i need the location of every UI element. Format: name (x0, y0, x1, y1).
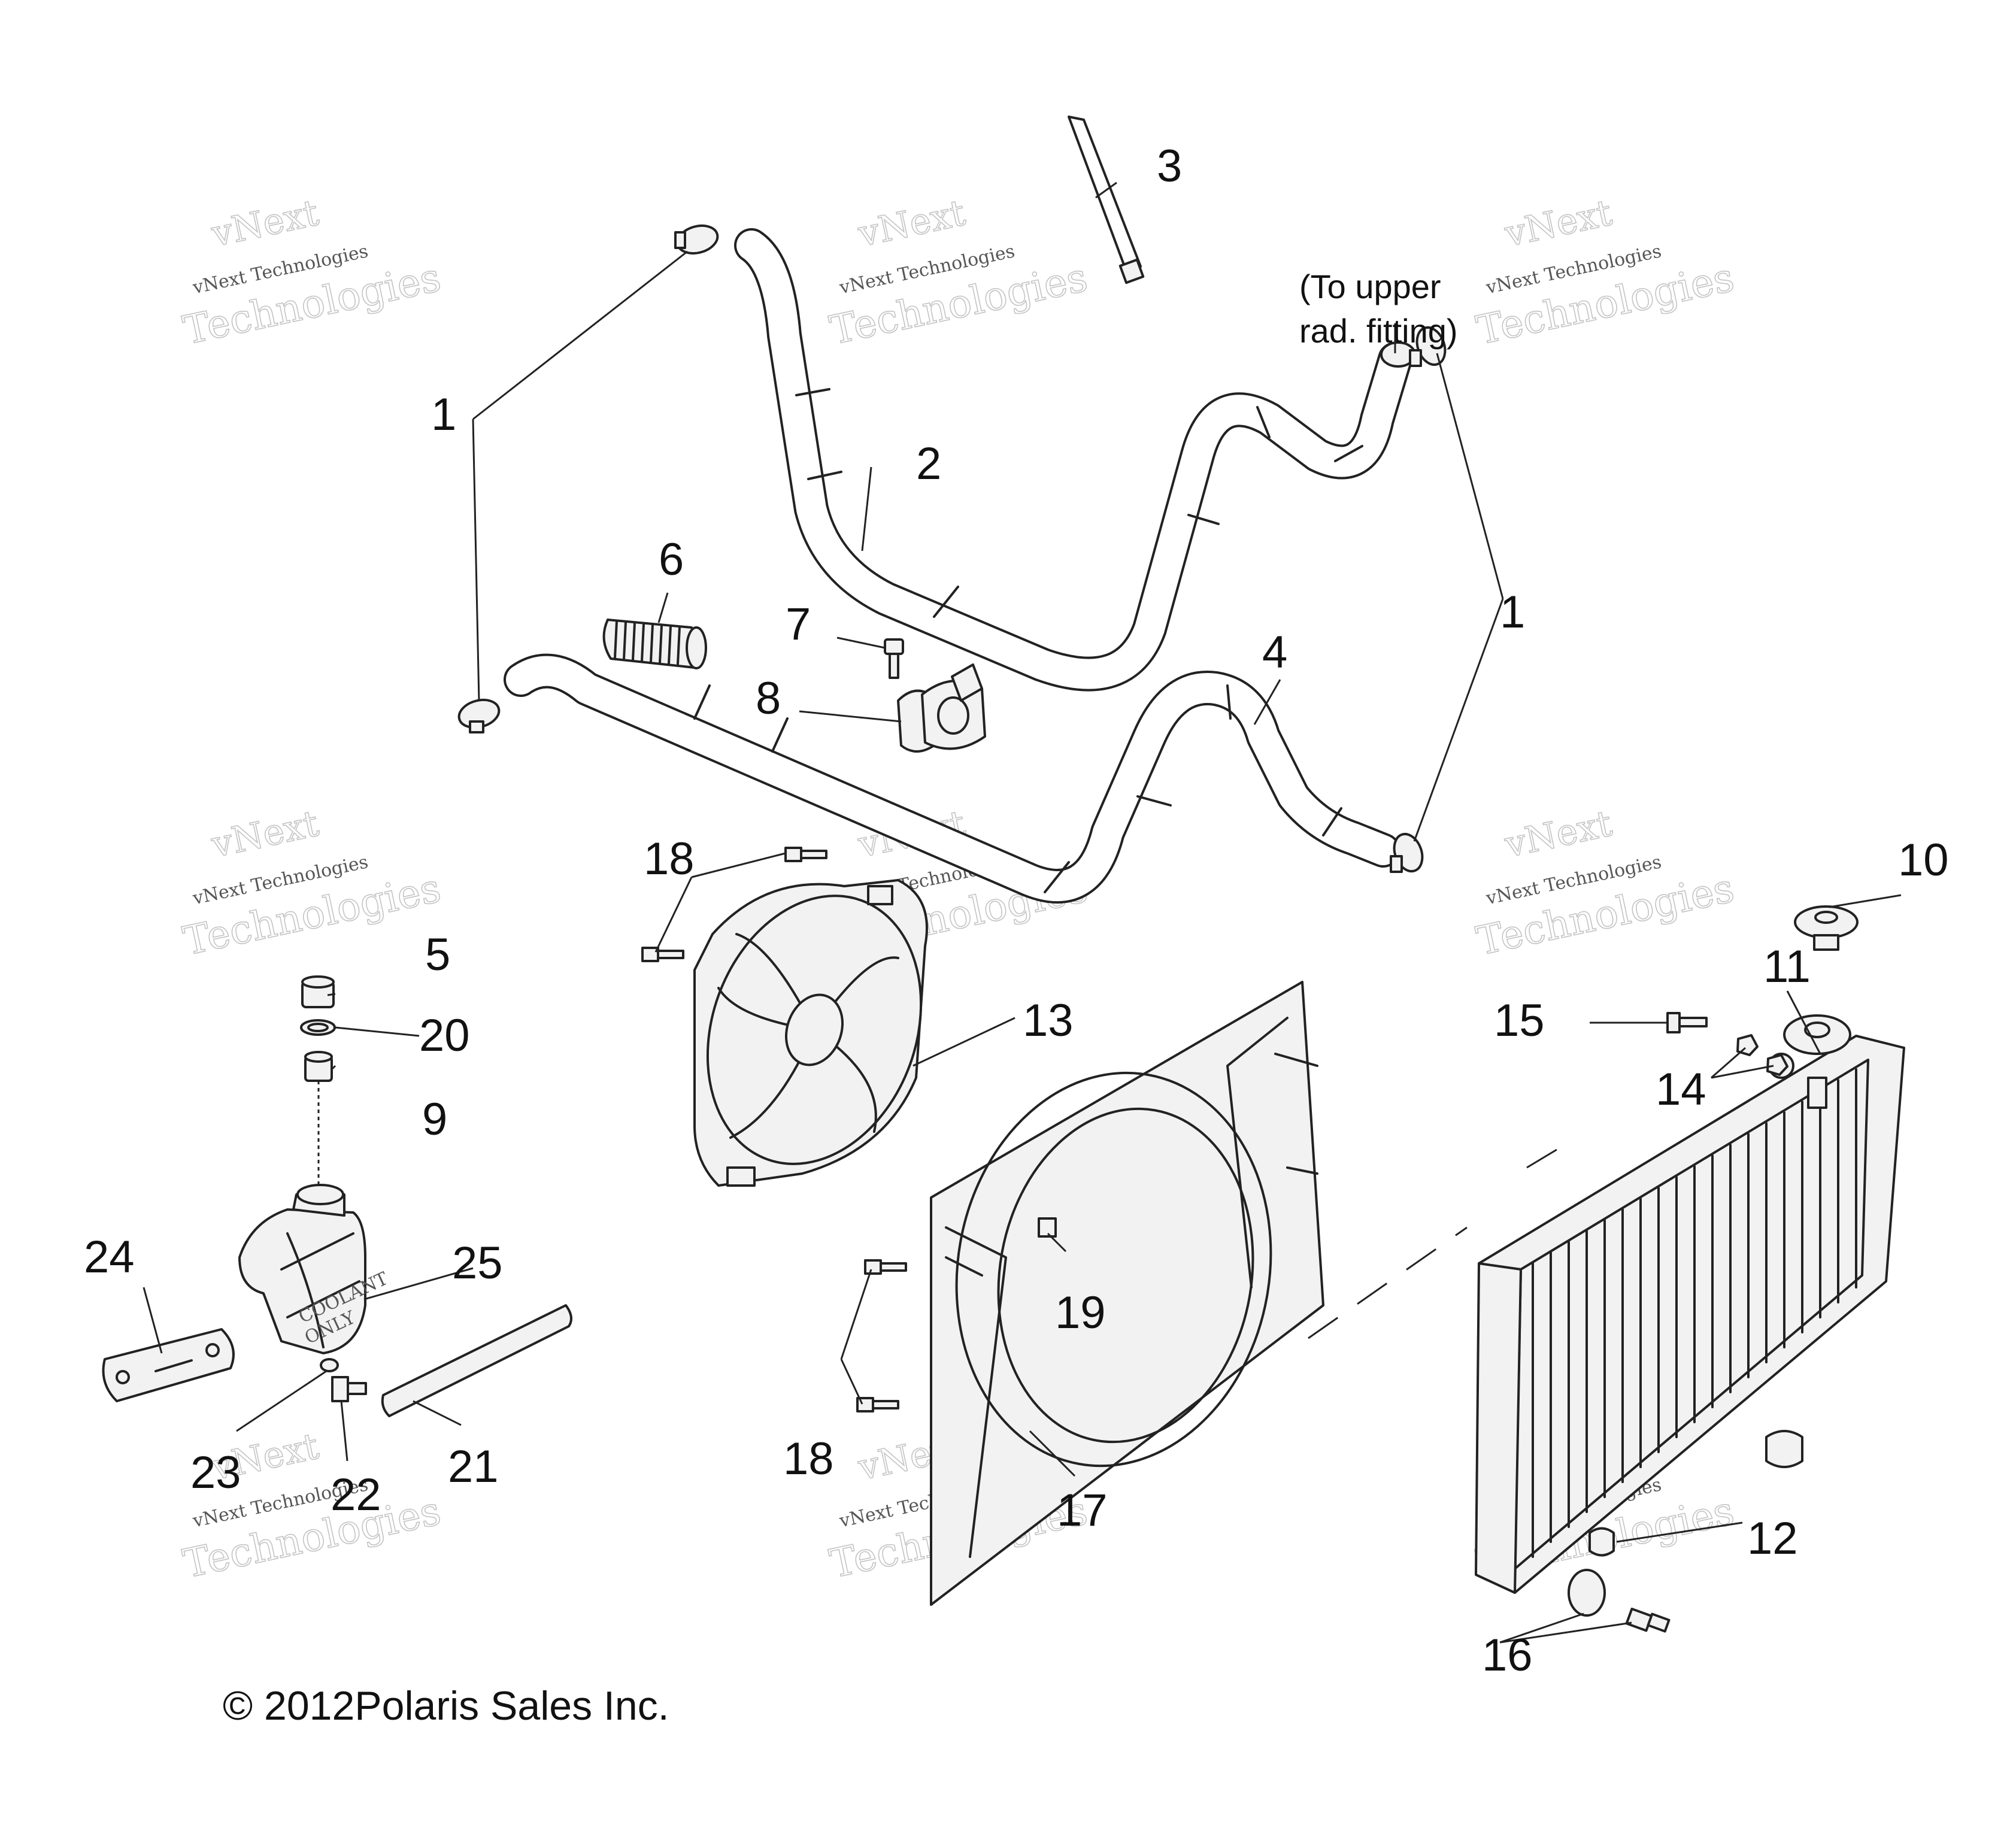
watermark: vNext vNext Technologies Technologies (826, 192, 1092, 354)
callout-14: 14 (1656, 1064, 1706, 1115)
part-12-grommets (1588, 1430, 1803, 1557)
part-5-reservoir-cap (301, 975, 335, 1008)
part-6-hose-sleeve (602, 619, 707, 669)
bolt (641, 947, 684, 962)
callout-13: 13 (1023, 995, 1074, 1046)
callout-23: 23 (190, 1447, 241, 1498)
copyright-text: © 2012Polaris Sales Inc. (223, 1683, 669, 1729)
part-18-bolts (641, 847, 907, 1412)
callout-20: 20 (419, 1010, 470, 1061)
callout-17: 17 (1057, 1485, 1108, 1536)
part-2-upper-hose (734, 228, 1416, 692)
watermark: vNext vNext Technologies Technologies (179, 192, 445, 354)
part-20-o-ring (300, 1019, 336, 1036)
callout-1: 1 (431, 389, 456, 440)
part-21-overflow-hose (381, 1304, 572, 1417)
bolt (784, 847, 827, 862)
radiator-fins (1532, 1068, 1857, 1558)
callout-1: 1 (1500, 587, 1525, 638)
callout-12: 12 (1747, 1513, 1798, 1564)
callout-18: 18 (783, 1433, 834, 1484)
callout-6: 6 (659, 534, 684, 585)
hose-clamp (457, 698, 501, 733)
note-line-1: (To upper (1299, 268, 1441, 305)
part-11-radiator (1475, 1014, 1905, 1594)
callout-16: 16 (1482, 1630, 1533, 1681)
callout-10: 10 (1898, 835, 1949, 886)
part-13-fan-assembly (693, 879, 928, 1187)
part-10-radiator-cap (1794, 905, 1859, 951)
watermark: vNext vNext Technologies Technologies (179, 802, 445, 965)
svg-text:vNext: vNext (854, 192, 969, 255)
callout-9: 9 (422, 1094, 447, 1145)
svg-text:vNext: vNext (208, 192, 322, 255)
bolt (856, 1397, 899, 1412)
svg-text:vNext: vNext (1501, 802, 1615, 866)
callout-5: 5 (425, 929, 450, 980)
watermark: vNext vNext Technologies Technologies (1472, 802, 1739, 965)
part-24-mounting-plate (102, 1328, 235, 1402)
callout-18: 18 (644, 833, 695, 884)
part-16-sensor (1568, 1569, 1671, 1633)
part-25-coolant-reservoir: COOLANT ONLY (238, 1184, 391, 1354)
part-3-tie-strap (1068, 116, 1145, 284)
callouts: 1 2 3 1 4 6 7 8 18 13 18 17 19 10 11 15 … (84, 141, 1949, 1681)
hose-clamp (1390, 833, 1424, 873)
bolt (864, 1259, 907, 1275)
part-17-fan-shroud (930, 981, 1324, 1606)
callout-8: 8 (756, 673, 781, 724)
note-line-2: rad. fitting) (1299, 312, 1458, 350)
callout-4: 4 (1262, 627, 1287, 678)
callout-24: 24 (84, 1232, 135, 1283)
callout-19: 19 (1055, 1287, 1106, 1338)
part-8-hose-bracket (897, 663, 986, 753)
note-to-upper-rad-fitting: (To upper rad. fitting) (1299, 268, 1458, 350)
callout-15: 15 (1494, 995, 1545, 1046)
watermark: vNext vNext Technologies Technologies (1472, 192, 1739, 354)
callout-25: 25 (452, 1238, 503, 1289)
part-4-lower-hose (504, 653, 1400, 904)
callout-11: 11 (1763, 941, 1811, 992)
svg-text:vNext: vNext (208, 802, 322, 866)
callout-2: 2 (916, 438, 941, 489)
callout-21: 21 (448, 1441, 499, 1492)
part-9-reservoir-neck (304, 1051, 333, 1082)
part-22-fitting (331, 1376, 367, 1402)
part-23-clamp (320, 1358, 339, 1372)
part-14-nuts (1736, 1034, 1788, 1076)
hose-clamp (674, 224, 719, 255)
callout-7: 7 (786, 599, 811, 650)
callout-22: 22 (331, 1469, 381, 1520)
part-15-screw (1666, 1012, 1708, 1033)
leader-lines (143, 181, 1902, 1644)
part-7-bolt (884, 638, 904, 679)
callout-3: 3 (1157, 141, 1182, 192)
svg-text:vNext: vNext (1501, 192, 1615, 255)
alignment-line (1308, 1148, 1557, 1339)
